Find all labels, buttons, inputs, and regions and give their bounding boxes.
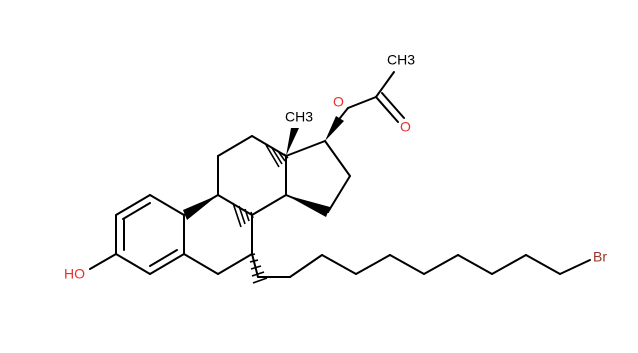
hydroxyl-bond [89,253,117,270]
stereo-hashes [232,144,289,284]
label-angular-methyl: CH3 [285,109,313,125]
acetate-group [339,71,405,123]
bromononyl-chain [251,253,591,278]
ring-c [217,135,287,216]
label-acetyl-methyl: CH3 [387,52,415,68]
label-hydroxyl: HO [64,266,85,282]
wedge-c9 [183,195,218,220]
label-carbonyl-oxygen: O [400,119,411,135]
ring-a-aromatic [115,194,185,275]
wedge-c17 [325,116,344,141]
label-ester-oxygen: O [333,94,344,110]
wedge-c13-methyl [286,128,299,156]
wedge-c14 [286,195,330,217]
ring-d [285,140,351,213]
label-bromine: Br [593,249,607,265]
stereo-wedges [183,116,344,220]
